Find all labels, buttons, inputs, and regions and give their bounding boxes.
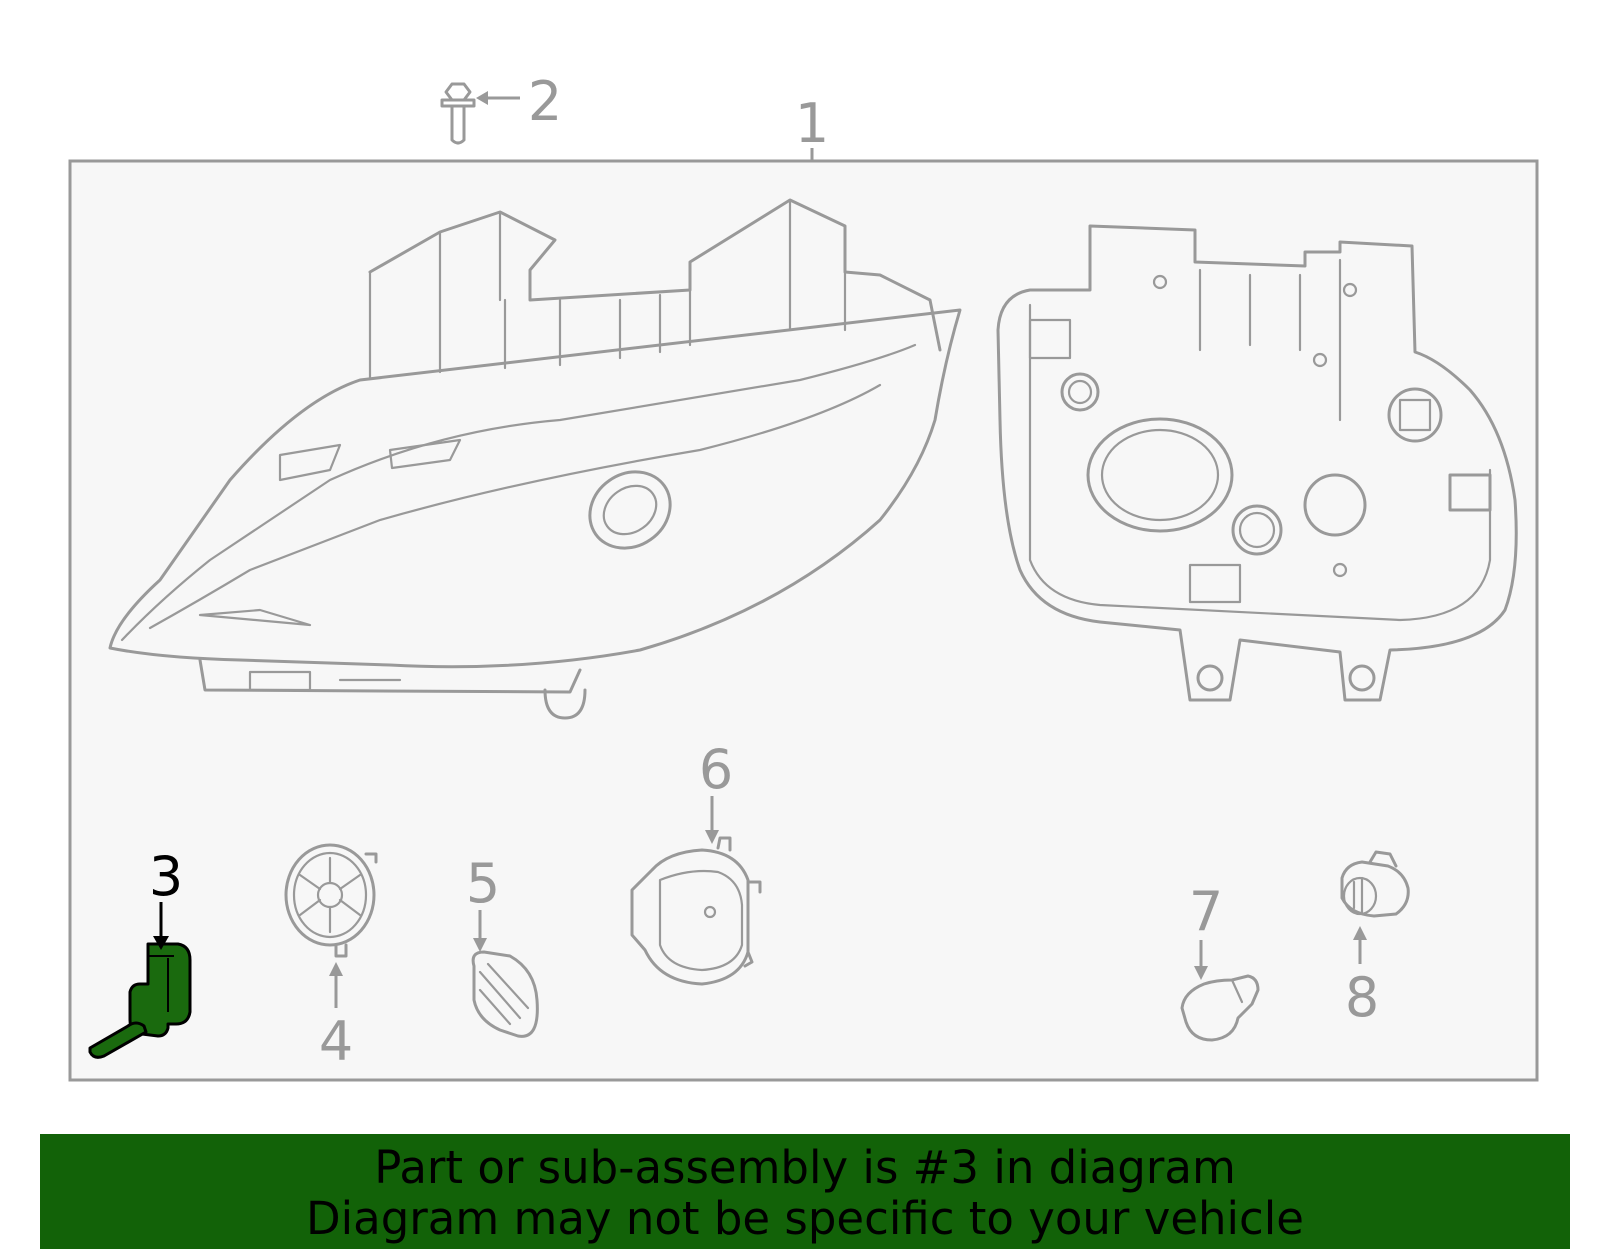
callout-1: 1 (795, 92, 829, 155)
assembly-panel (68, 159, 1539, 1082)
banner-line-1: Part or sub-assembly is #3 in diagram (374, 1141, 1236, 1194)
callout-8: 8 (1345, 966, 1379, 1029)
part-8-socket[interactable] (1340, 850, 1410, 918)
callout-2: 2 (528, 70, 562, 133)
info-banner: Part or sub-assembly is #3 in diagram Di… (40, 1134, 1570, 1249)
part-4-cap[interactable] (284, 843, 378, 958)
part-2-bolt[interactable] (440, 82, 476, 145)
part-7-bulb[interactable] (1180, 974, 1260, 1042)
part-6-holder[interactable] (630, 836, 762, 986)
callout-4: 4 (319, 1010, 353, 1073)
callout-3: 3 (149, 845, 183, 908)
part-3-socket[interactable] (88, 942, 192, 1059)
part-1-headlamp-rear[interactable] (996, 224, 1518, 702)
callout-7: 7 (1189, 880, 1223, 943)
banner-line-2: Diagram may not be specific to your vehi… (306, 1192, 1304, 1245)
callout-6: 6 (699, 738, 733, 801)
part-1-headlamp-front[interactable] (108, 198, 962, 720)
callout-5: 5 (466, 852, 500, 915)
part-5-lens-cover[interactable] (471, 950, 539, 1038)
